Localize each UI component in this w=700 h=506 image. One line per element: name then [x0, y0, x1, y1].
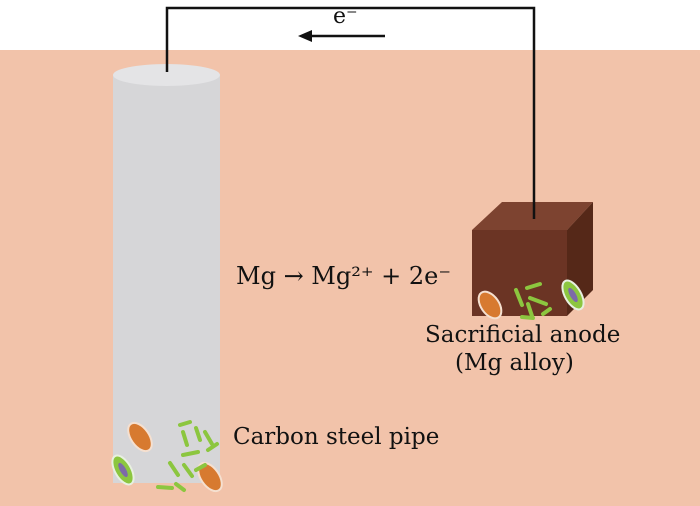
electron-label: e⁻: [333, 4, 358, 29]
anode-sublabel: (Mg alloy): [455, 350, 574, 376]
wire: [165, 6, 536, 218]
electron-flow-arrow: [298, 30, 385, 42]
anode-label: Sacrificial anode: [425, 322, 621, 348]
pipe-label: Carbon steel pipe: [233, 424, 440, 450]
carbon-steel-pipe: [113, 64, 220, 483]
bacteria-anode: [477, 279, 585, 320]
bacteria-pipe: [111, 420, 223, 493]
reaction-equation: Mg → Mg²⁺ + 2e⁻: [236, 262, 452, 290]
